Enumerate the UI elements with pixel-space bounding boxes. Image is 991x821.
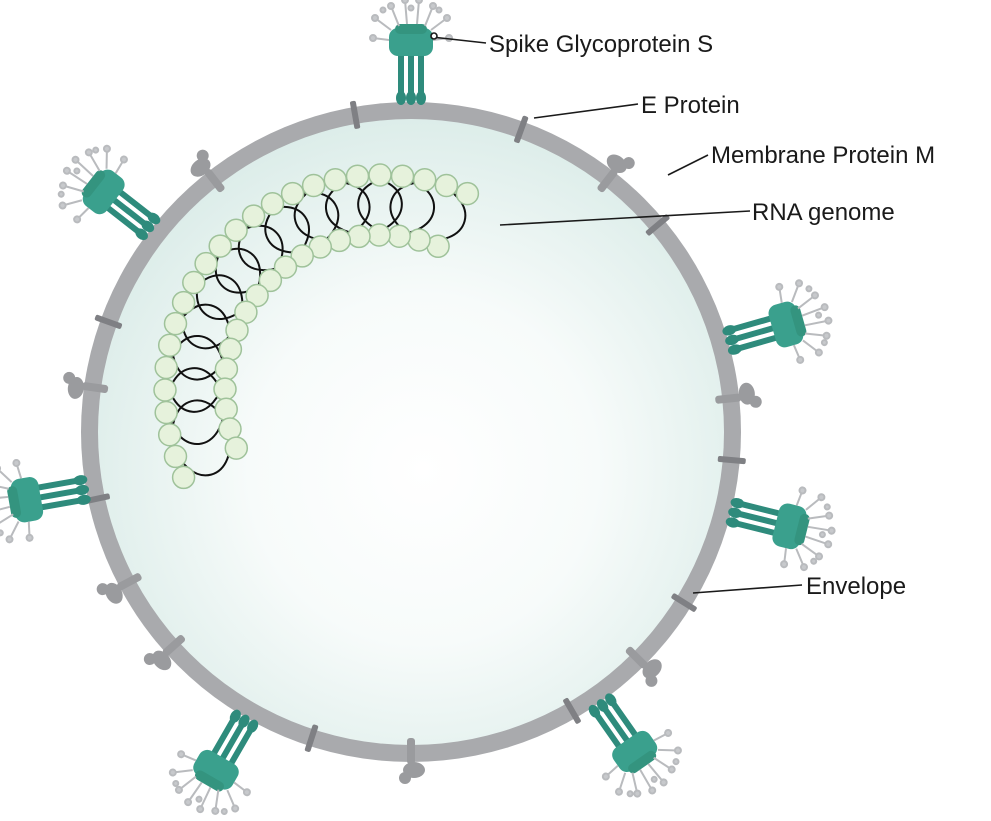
nucleocapsid-bead: [258, 268, 283, 293]
e-protein-icon: [645, 214, 670, 236]
membrane-leader: [667, 154, 709, 176]
spike-leader-dot: [430, 32, 438, 40]
nucleocapsid-bead: [171, 465, 196, 490]
spike-glycoprotein-icon: [369, 0, 453, 106]
e-protein-icon: [350, 100, 361, 129]
nucleocapsid-bead: [387, 224, 411, 248]
spike-glycoprotein-icon: [717, 470, 844, 579]
e-protein-icon: [514, 115, 529, 144]
envelope-leader: [692, 584, 803, 594]
nucleocapsid-bead: [163, 444, 188, 469]
label-envelope: Envelope: [806, 573, 906, 600]
nucleocapsid-bead: [368, 163, 392, 187]
nucleocapsid-bead: [208, 234, 232, 258]
label-rna-genome: RNA genome: [752, 199, 895, 226]
nucleocapsid-bead: [157, 422, 182, 447]
leader-lines: [430, 32, 803, 594]
nucleocapsid-bead: [367, 223, 391, 247]
nucleocapsid-bead: [218, 337, 243, 362]
nucleocapsid-bead: [290, 244, 314, 268]
nucleocapsid-bead: [182, 270, 206, 295]
nucleocapsid-beads: [153, 163, 480, 490]
nucleocapsid-bead: [273, 255, 298, 279]
nucleocapsid-bead: [154, 355, 178, 380]
nucleocapsid-bead: [194, 251, 218, 276]
e-protein-icon: [717, 456, 746, 465]
label-membrane-protein: Membrane Protein M: [711, 142, 935, 169]
e-protein-icon: [94, 314, 123, 329]
e-protein-icon: [563, 697, 581, 724]
e-proteins: [82, 100, 746, 752]
nucleocapsid-bead: [280, 181, 305, 206]
label-e-protein: E Protein: [641, 92, 740, 119]
e-protein-leader: [533, 103, 639, 119]
nucleocapsid-bead: [455, 181, 480, 206]
e-protein-icon: [304, 724, 319, 752]
nucleocapsid-bead: [224, 436, 249, 460]
spike-glycoprotein-icon: [0, 447, 98, 549]
nucleocapsid-bead: [245, 283, 269, 308]
e-protein-icon: [671, 593, 697, 612]
rna-leader: [499, 210, 751, 226]
nucleocapsid-bead: [434, 173, 459, 198]
nucleocapsid-bead: [224, 218, 248, 242]
nucleocapsid-bead: [407, 228, 431, 252]
nucleocapsid-bead: [214, 397, 238, 421]
nucleocapsid-bead: [390, 164, 415, 188]
nucleocapsid-bead: [241, 204, 266, 228]
nucleocapsid-bead: [154, 400, 178, 425]
nucleocapsid-bead: [163, 311, 188, 336]
nucleocapsid-bead: [412, 167, 437, 192]
nucleocapsid-bead: [345, 164, 370, 188]
spike-leader: [431, 36, 487, 44]
nucleocapsid-bead: [323, 167, 348, 192]
nucleocapsid-bead: [260, 192, 285, 216]
label-spike-glycoprotein: Spike Glycoprotein S: [489, 31, 713, 58]
nucleocapsid-bead: [171, 290, 196, 315]
nucleocapsid-bead: [213, 377, 237, 401]
rna-genome: [153, 163, 480, 490]
nucleocapsid-bead: [347, 224, 371, 249]
nucleocapsid-bead: [157, 333, 182, 358]
virion-interior: [98, 119, 724, 745]
nucleocapsid-bead: [153, 378, 177, 402]
nucleocapsid-bead: [301, 173, 326, 198]
nucleocapsid-bead: [214, 357, 239, 381]
